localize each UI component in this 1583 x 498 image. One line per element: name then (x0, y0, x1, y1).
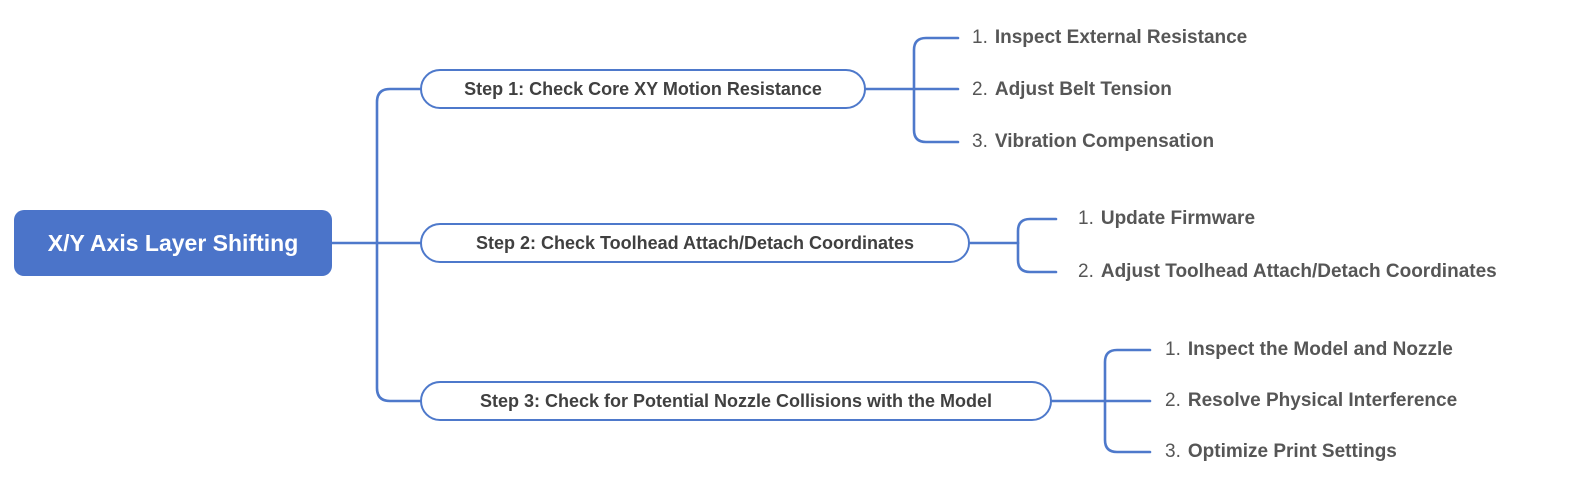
step-node-3[interactable]: Step 3: Check for Potential Nozzle Colli… (420, 381, 1052, 421)
leaf-number: 1. (1165, 339, 1181, 360)
connector-main-trunk (375, 87, 422, 403)
leaf-number: 2. (1165, 390, 1181, 411)
leaf-number: 2. (972, 79, 988, 100)
connector-step1-trunk (912, 36, 960, 144)
leaf-number: 1. (972, 27, 988, 48)
leaf-node-3-3[interactable]: 3. Optimize Print Settings (1165, 441, 1397, 463)
leaf-node-2-2[interactable]: 2. Adjust Toolhead Attach/Detach Coordin… (1078, 261, 1497, 283)
leaf-node-3-1[interactable]: 1. Inspect the Model and Nozzle (1165, 339, 1453, 361)
leaf-label: Update Firmware (1100, 208, 1256, 229)
leaf-number: 1. (1078, 208, 1094, 229)
step-node-1[interactable]: Step 1: Check Core XY Motion Resistance (420, 69, 866, 109)
leaf-label: Resolve Physical Interference (1187, 390, 1458, 411)
leaf-label: Adjust Belt Tension (994, 79, 1172, 100)
step-node-3-label: Step 3: Check for Potential Nozzle Colli… (479, 390, 993, 411)
leaf-node-3-2[interactable]: 2. Resolve Physical Interference (1165, 390, 1457, 412)
leaf-label: Adjust Toolhead Attach/Detach Coordinate… (1100, 261, 1497, 282)
leaf-label: Optimize Print Settings (1187, 441, 1397, 462)
leaf-label: Inspect the Model and Nozzle (1187, 339, 1453, 360)
leaf-label: Vibration Compensation (994, 131, 1215, 152)
connector-step3-trunk (1103, 348, 1152, 454)
leaf-number: 3. (1165, 441, 1181, 462)
root-node-label: X/Y Axis Layer Shifting (47, 229, 299, 256)
leaf-number: 3. (972, 131, 988, 152)
leaf-number: 2. (1078, 261, 1094, 282)
step-node-2[interactable]: Step 2: Check Toolhead Attach/Detach Coo… (420, 223, 970, 263)
leaf-label: Inspect External Resistance (994, 27, 1248, 48)
leaf-node-1-2[interactable]: 2. Adjust Belt Tension (972, 79, 1172, 101)
connector-step2-trunk (1016, 217, 1058, 274)
leaf-node-1-3[interactable]: 3. Vibration Compensation (972, 131, 1214, 153)
root-node[interactable]: X/Y Axis Layer Shifting (14, 210, 332, 276)
leaf-node-2-1[interactable]: 1. Update Firmware (1078, 208, 1255, 230)
step-node-2-label: Step 2: Check Toolhead Attach/Detach Coo… (475, 232, 915, 253)
leaf-node-1-1[interactable]: 1. Inspect External Resistance (972, 27, 1247, 49)
step-node-1-label: Step 1: Check Core XY Motion Resistance (464, 78, 822, 99)
